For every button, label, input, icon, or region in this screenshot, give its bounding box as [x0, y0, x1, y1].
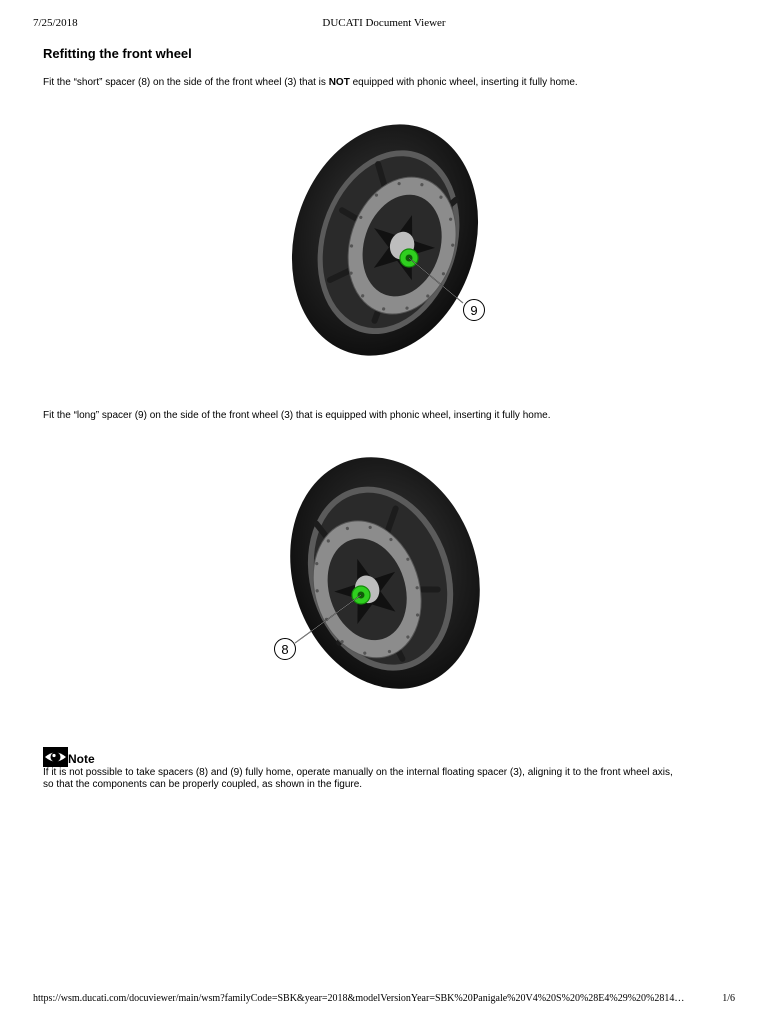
callout-circle-8 [274, 638, 296, 660]
callout-label-8: 8 [281, 642, 288, 657]
note-text-line-1: If it is not possible to take spacers (8… [43, 767, 673, 778]
callout-circle-9 [463, 299, 485, 321]
document-viewer-title: DUCATI Document Viewer [322, 17, 446, 29]
front-wheel-figure-long-spacer: 9 [275, 120, 500, 370]
note-text: If it is not possible to take spacers (8… [43, 767, 733, 791]
callout-label-9: 9 [470, 303, 477, 318]
front-wheel-illustration: 8 [274, 457, 480, 689]
page-number: 1/6 [722, 993, 735, 1004]
print-date: 7/25/2018 [33, 17, 78, 29]
note-text-line-2: so that the components can be properly c… [43, 779, 363, 790]
step-long-spacer: Fit the “long” spacer (9) on the side of… [43, 410, 551, 421]
step-short-spacer: Fit the “short” spacer (8) on the side o… [43, 77, 578, 89]
note-heading: Note [43, 745, 733, 767]
page-url: https://wsm.ducati.com/docuviewer/main/w… [33, 993, 685, 1004]
print-footer: https://wsm.ducati.com/docuviewer/main/w… [33, 993, 735, 1007]
not-emphasis: NOT [328, 77, 350, 88]
step-short-spacer-text-b: equipped with phonic wheel, inserting it… [349, 77, 578, 88]
section-title: Refitting the front wheel [43, 46, 192, 61]
eye-icon [43, 747, 68, 767]
step-short-spacer-text-a: Fit the “short” spacer (8) on the side o… [43, 77, 329, 88]
front-wheel-figure-short-spacer: 8 [265, 455, 490, 705]
print-header: 7/25/2018 DUCATI Document Viewer [33, 17, 735, 31]
front-wheel-illustration: 9 [291, 124, 485, 356]
note-label: Note [68, 752, 95, 766]
note-block: Note If it is not possible to take space… [43, 745, 733, 791]
